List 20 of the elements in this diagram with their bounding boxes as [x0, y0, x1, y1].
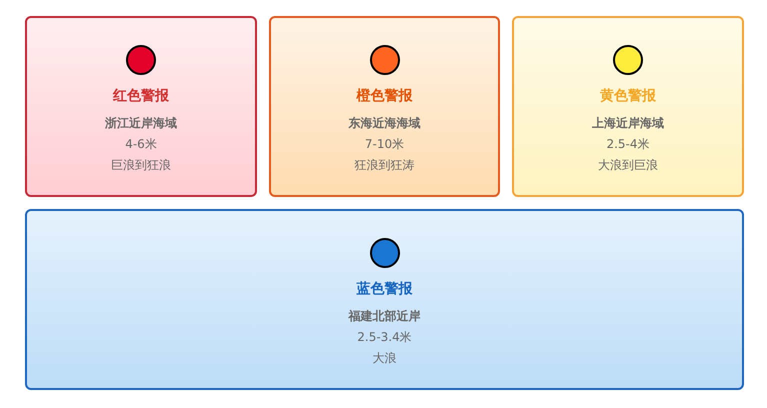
- region-label: 东海近海海域: [348, 115, 420, 132]
- alert-card: [269, 16, 500, 197]
- wave-height: 2.5-3.4米: [357, 329, 412, 346]
- wave-height: 7-10米: [364, 136, 404, 153]
- wave-description: 大浪到巨浪: [598, 157, 658, 174]
- alert-title: 橙色警报: [356, 87, 412, 105]
- wave-description: 大浪: [372, 350, 396, 367]
- wave-description: 巨浪到狂浪: [111, 157, 171, 174]
- wave-height: 4-6米: [125, 136, 157, 153]
- alert-card: [25, 16, 257, 197]
- alert-title: 黄色警报: [600, 87, 656, 105]
- region-label: 福建北部近岸: [348, 308, 420, 325]
- alert-card: [512, 16, 744, 197]
- wave-height: 2.5-4米: [606, 136, 650, 153]
- alert-card: [25, 209, 744, 390]
- region-label: 浙江近岸海域: [105, 115, 177, 132]
- alert-title: 红色警报: [113, 87, 169, 105]
- wave-description: 狂浪到狂涛: [354, 157, 414, 174]
- region-label: 上海近岸海域: [592, 115, 664, 132]
- alert-title: 蓝色警报: [356, 280, 412, 298]
